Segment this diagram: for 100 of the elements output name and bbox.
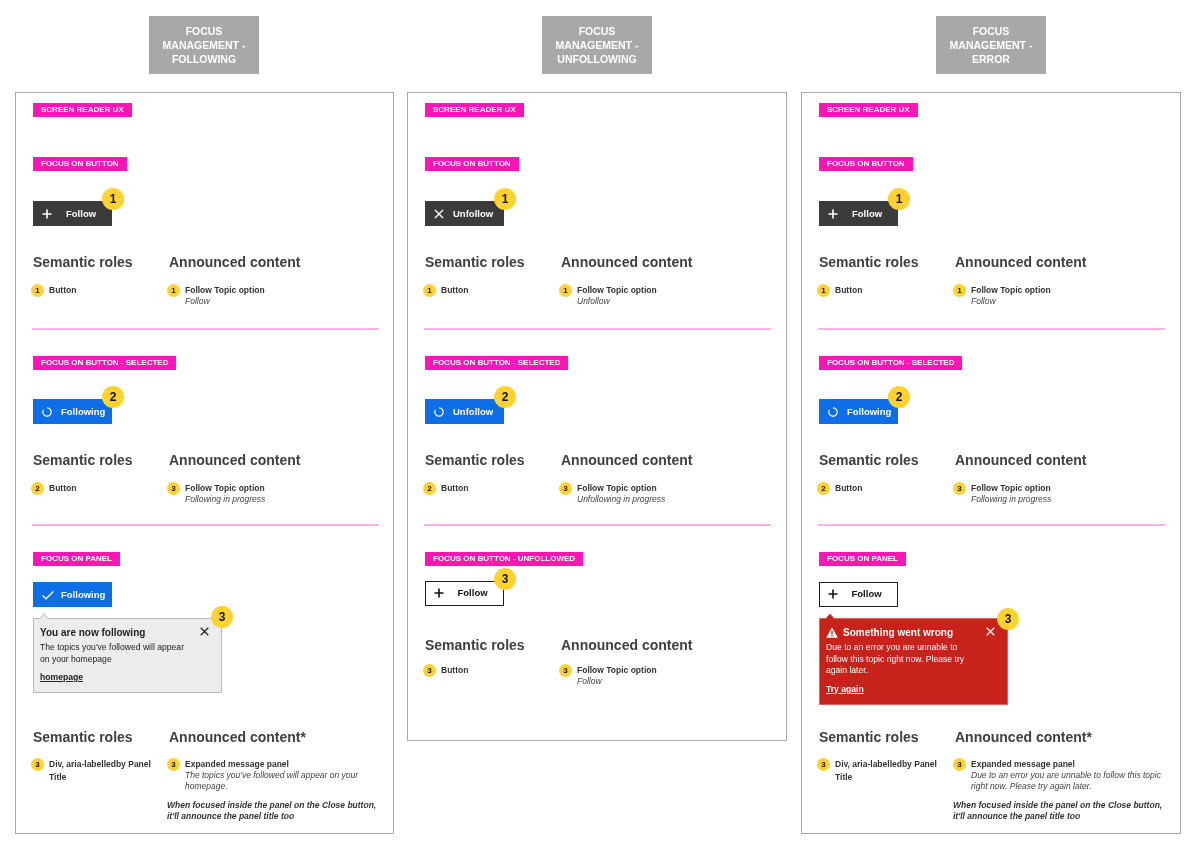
section-tag: FOCUS ON BUTTON	[425, 157, 519, 171]
spec-panel	[15, 92, 394, 834]
section-tag: FOCUS ON BUTTON - SELECTED	[819, 356, 963, 370]
column-heading: Semantic roles	[33, 254, 133, 270]
announcement-title: Expanded message panel	[185, 759, 290, 770]
announcement-title: Expanded message panel	[971, 759, 1076, 770]
callout-number: 3	[997, 608, 1019, 630]
toggle-button: Follow	[819, 582, 898, 607]
section-tag: FOCUS ON BUTTON	[33, 157, 127, 171]
callout-number: 3	[167, 482, 180, 495]
announcement-text: Following in progress	[185, 494, 267, 505]
panel-title: You are now following	[40, 626, 146, 639]
callout-number: 2	[31, 482, 44, 495]
callout-number: 1	[167, 284, 180, 297]
announcement-text: Unfollowing in progress	[577, 494, 667, 505]
role-text: Div, aria-labelledby Panel Title	[49, 758, 152, 784]
section-header: FOCUS MANAGEMENT - FOLLOWING	[149, 16, 259, 74]
column-heading: Semantic roles	[819, 729, 919, 745]
section-tag: FOCUS ON PANEL	[33, 552, 120, 566]
section-tag: SCREEN READER UX	[819, 103, 918, 117]
announcement-title: Follow Topic option	[185, 483, 266, 494]
section-tag: FOCUS ON BUTTON - SELECTED	[425, 356, 569, 370]
column-heading: Announced content	[955, 254, 1087, 270]
callout-number: 1	[31, 284, 44, 297]
callout-number: 2	[888, 386, 910, 408]
spec-panel	[407, 92, 787, 741]
role-text: Button	[49, 284, 77, 297]
callout-number: 1	[559, 284, 572, 297]
panel-link: homepage	[40, 672, 83, 683]
role-text: Button	[49, 482, 77, 495]
announcement-text: Due to an error you are unnable to follow this topic right now. Please try again later.	[971, 770, 1162, 792]
column-heading: Semantic roles	[33, 452, 133, 468]
announcement-title: Follow Topic option	[577, 483, 658, 494]
column-heading: Semantic roles	[425, 254, 525, 270]
callout-number: 3	[953, 758, 966, 771]
callout-number: 1	[423, 284, 436, 297]
spec-panel	[801, 92, 1181, 834]
announcement-title: Follow Topic option	[971, 483, 1052, 494]
callout-number: 3	[559, 482, 572, 495]
column-heading: Announced content*	[169, 729, 306, 745]
section-tag: SCREEN READER UX	[33, 103, 132, 117]
callout-number: 2	[423, 482, 436, 495]
announcement-text: Follow	[971, 296, 997, 307]
callout-number: 3	[167, 758, 180, 771]
announcement-title: Follow Topic option	[577, 285, 658, 296]
announcement-title: Follow Topic option	[577, 665, 658, 676]
role-text: Button	[441, 482, 469, 495]
callout-number: 1	[888, 188, 910, 210]
column-heading: Semantic roles	[425, 637, 525, 653]
column-heading: Semantic roles	[33, 729, 133, 745]
column-heading: Announced content*	[955, 729, 1092, 745]
section-header: FOCUS MANAGEMENT - ERROR	[936, 16, 1046, 74]
callout-number: 2	[817, 482, 830, 495]
role-text: Div, aria-labelledby Panel Title	[835, 758, 938, 784]
role-text: Button	[441, 284, 469, 297]
announcement-text: Follow	[185, 296, 211, 307]
section-tag: FOCUS ON BUTTON - SELECTED	[33, 356, 177, 370]
announcement-text: Unfollow	[577, 296, 611, 307]
section-header: FOCUS MANAGEMENT - UNFOLLOWING	[542, 16, 652, 74]
callout-number: 1	[953, 284, 966, 297]
column-heading: Semantic roles	[425, 452, 525, 468]
toggle-button: Following	[33, 582, 112, 607]
section-tag: FOCUS ON BUTTON - UNFOLLOWED	[425, 552, 584, 566]
panel-title: Something went wrong	[843, 626, 953, 639]
column-heading: Semantic roles	[819, 452, 919, 468]
footnote: When focused inside the panel on the Close button, it'll announce the panel title too	[167, 800, 378, 822]
column-heading: Announced content	[561, 254, 693, 270]
panel-message: Due to an error you are unnable to follow this topic right now. Please try again later.	[826, 642, 966, 677]
callout-number: 3	[953, 482, 966, 495]
role-text: Button	[835, 284, 863, 297]
callout-number: 1	[817, 284, 830, 297]
callout-number: 3	[31, 758, 44, 771]
announcement-title: Follow Topic option	[971, 285, 1052, 296]
section-tag: SCREEN READER UX	[425, 103, 524, 117]
callout-number: 3	[559, 664, 572, 677]
section-tag: FOCUS ON PANEL	[819, 552, 906, 566]
section-tag: FOCUS ON BUTTON	[819, 157, 913, 171]
column-heading: Announced content	[169, 452, 301, 468]
panel-message: The topics you've followed will appear on your homepage	[40, 642, 185, 665]
column-heading: Announced content	[955, 452, 1087, 468]
announcement-text: Follow	[577, 676, 603, 687]
column-heading: Announced content	[169, 254, 301, 270]
callout-number: 3	[211, 606, 233, 628]
column-heading: Semantic roles	[819, 254, 919, 270]
callout-number: 3	[494, 568, 516, 590]
callout-number: 2	[102, 386, 124, 408]
callout-number: 1	[102, 188, 124, 210]
footnote: When focused inside the panel on the Close button, it'll announce the panel title too	[953, 800, 1164, 822]
callout-number: 3	[423, 664, 436, 677]
callout-number: 2	[494, 386, 516, 408]
column-heading: Announced content	[561, 452, 693, 468]
role-text: Button	[835, 482, 863, 495]
callout-number: 1	[494, 188, 516, 210]
panel-link: Try again	[826, 683, 864, 695]
announcement-title: Follow Topic option	[185, 285, 266, 296]
role-text: Button	[441, 664, 469, 677]
callout-number: 3	[817, 758, 830, 771]
column-heading: Announced content	[561, 637, 693, 653]
announcement-text: Following in progress	[971, 494, 1053, 505]
announcement-text: The topics you've followed will appear on your homepage.	[185, 770, 360, 792]
